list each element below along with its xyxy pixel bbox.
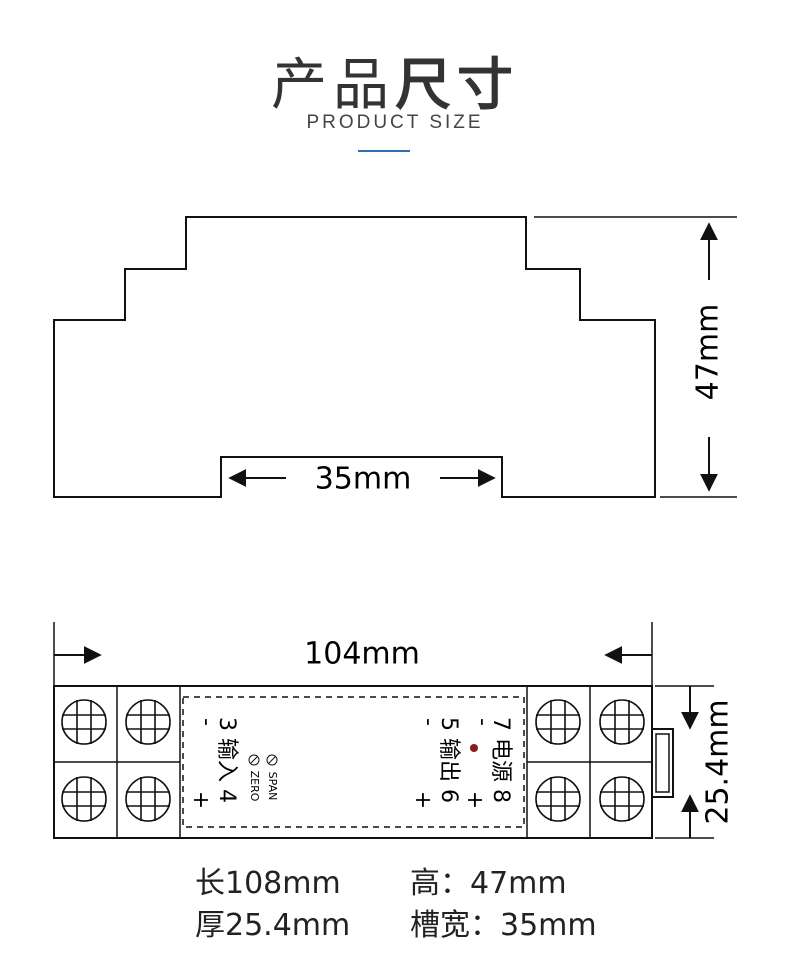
height-label: 47mm [691,304,726,401]
title-accent-line [358,150,410,152]
thickness-label: 25.4mm [701,699,736,824]
potentiometer-icon [248,754,260,766]
slot-width-label: 35mm [315,462,412,497]
screw-terminal-icon [535,776,581,822]
right-line-1: 5 输出 6 [436,717,461,803]
label-area [182,696,525,828]
spec-length: 长108mm [195,866,341,901]
din-clip [651,728,674,798]
title-light: 产品 [271,53,395,118]
spec-slot: 槽宽：35mm [410,908,597,943]
potentiometer-icon [266,754,278,766]
right-minus-1: - [416,718,441,726]
right-plus-1: + [410,791,435,809]
screw-terminal-icon [535,699,581,745]
screw-terminal-icon [599,699,645,745]
page-title: 产品尺寸 [0,40,790,121]
side-view-outline [53,216,656,498]
right-line-2: 7 电源 8 [488,717,513,803]
span-label: SPAN [266,772,279,801]
right-plus-2: + [462,791,487,809]
spec-height: 高：47mm [410,866,567,901]
right-minus-2: - [470,718,495,726]
left-minus: - [194,718,219,726]
left-plus: + [188,791,213,809]
screw-terminal-icon [599,776,645,822]
screw-terminal-icon [61,776,107,822]
left-terminal-text: 3 输入 4 [214,717,239,803]
spec-thickness: 厚25.4mm [195,908,351,943]
led-icon [470,744,478,752]
page-subtitle: PRODUCT SIZE [306,112,484,133]
screw-terminal-icon [125,699,171,745]
zero-label: ZERO [248,771,261,802]
length-label: 104mm [304,637,420,672]
screw-terminal-icon [125,776,171,822]
screw-terminal-icon [61,699,107,745]
title-bold: 尺寸 [395,53,519,118]
